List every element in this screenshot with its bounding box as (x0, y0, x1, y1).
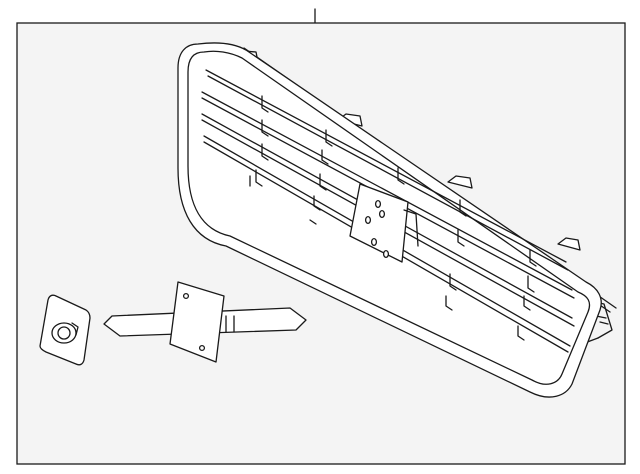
retainer-clip (39, 294, 91, 366)
clip-body (39, 294, 91, 366)
grille-assembly (177, 42, 617, 398)
grille-emblem-plate (349, 183, 419, 263)
grille-ribs (249, 95, 537, 341)
bracket-plate (169, 281, 225, 363)
mounting-bracket (103, 281, 307, 363)
grille-inner-frame (187, 50, 591, 385)
